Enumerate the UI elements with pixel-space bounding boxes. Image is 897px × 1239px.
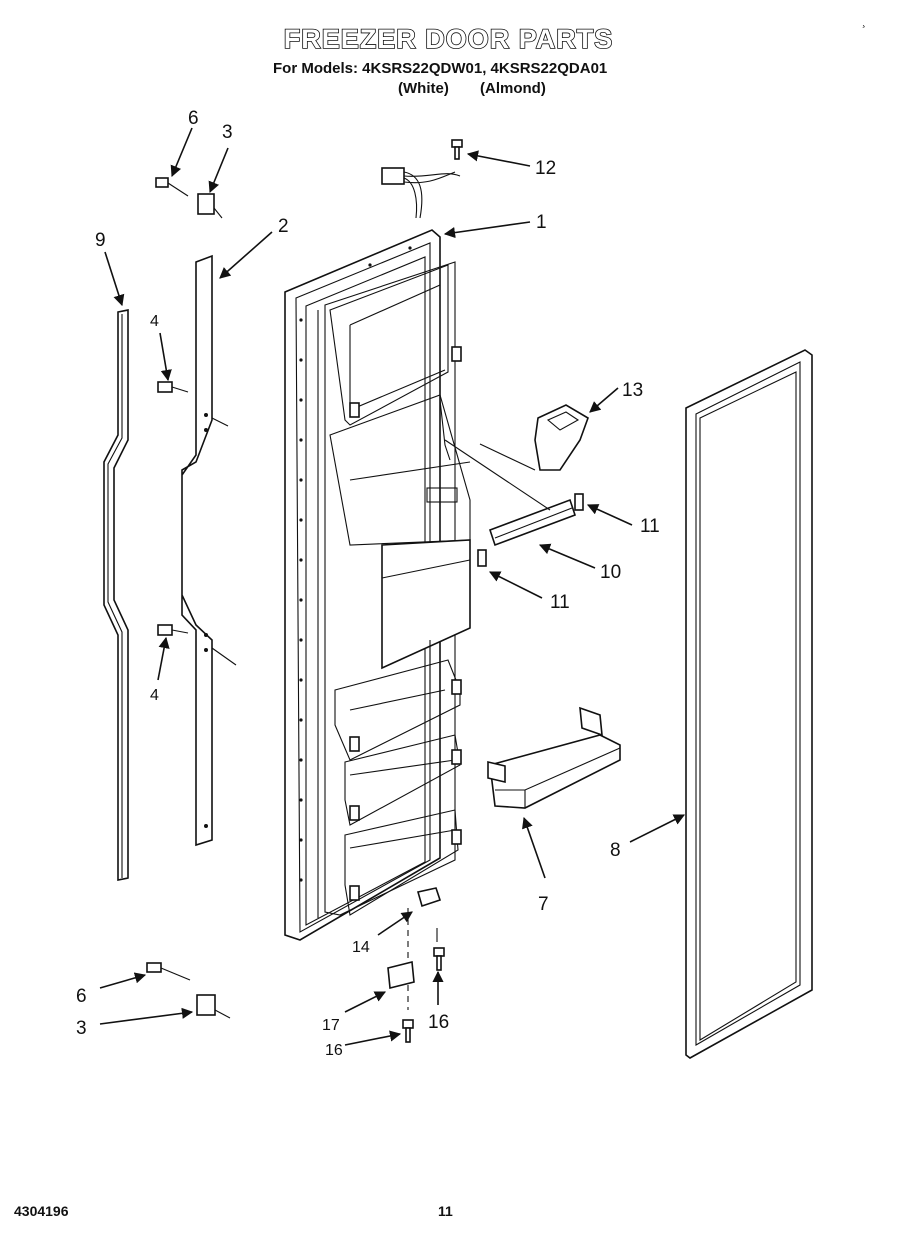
- callout-6-top: 6: [188, 108, 199, 129]
- callout-16-right: 16: [428, 1012, 449, 1033]
- corner-mark: ¸: [862, 16, 866, 28]
- page-number: 11: [438, 1203, 453, 1219]
- callout-9: 9: [95, 230, 106, 251]
- document-number: 4304196: [14, 1203, 69, 1219]
- variant-almond-label: (Almond): [480, 80, 546, 97]
- callout-11-lower: 11: [550, 592, 570, 613]
- door-bin-part-7: [487, 706, 621, 809]
- callout-leaders: [99, 127, 686, 1046]
- callout-11-upper: 11: [640, 516, 660, 537]
- trim-part-10: [444, 439, 577, 547]
- callout-6-bottom: 6: [76, 986, 87, 1007]
- callout-14: 14: [352, 939, 370, 956]
- callout-17: 17: [322, 1017, 340, 1034]
- callout-16-left: 16: [325, 1042, 343, 1059]
- models-line: For Models: 4KSRS22QDW01, 4KSRS22QDA01: [273, 60, 608, 77]
- hinge-bracket-top: [155, 177, 223, 219]
- freezer-door-part: [284, 229, 471, 941]
- seal-strip-part-9: [103, 309, 129, 881]
- door-gasket-part-8: [685, 349, 813, 1059]
- callout-10: 10: [600, 562, 621, 583]
- callout-4-top: 4: [150, 313, 159, 330]
- callout-13: 13: [622, 380, 643, 401]
- hinge-strip-part-2: [181, 254, 237, 847]
- callout-3-bottom: 3: [76, 1018, 87, 1039]
- screws-part-4: [157, 381, 189, 636]
- screw-part-12: [451, 139, 463, 160]
- callout-4-bottom: 4: [150, 687, 159, 704]
- variant-white-label: (White): [398, 80, 449, 97]
- trim-clips-part-11: [477, 493, 584, 567]
- callout-3-top: 3: [222, 122, 233, 143]
- page-title: FREEZER DOOR PARTS: [283, 23, 614, 55]
- lower-hinge-hardware: [387, 887, 445, 1043]
- callout-7: 7: [538, 894, 549, 915]
- ice-chute-part-13: [479, 404, 589, 471]
- callout-numbers: 1 2 3 6 9 4 4 12 13 11 10 11 8 7 14 16 1…: [76, 108, 660, 1059]
- callout-2: 2: [278, 216, 289, 237]
- callout-1: 1: [536, 212, 547, 233]
- callout-8: 8: [610, 840, 621, 861]
- wire-harness: [381, 167, 461, 219]
- callout-12: 12: [535, 158, 556, 179]
- hinge-bracket-bottom: [146, 962, 231, 1019]
